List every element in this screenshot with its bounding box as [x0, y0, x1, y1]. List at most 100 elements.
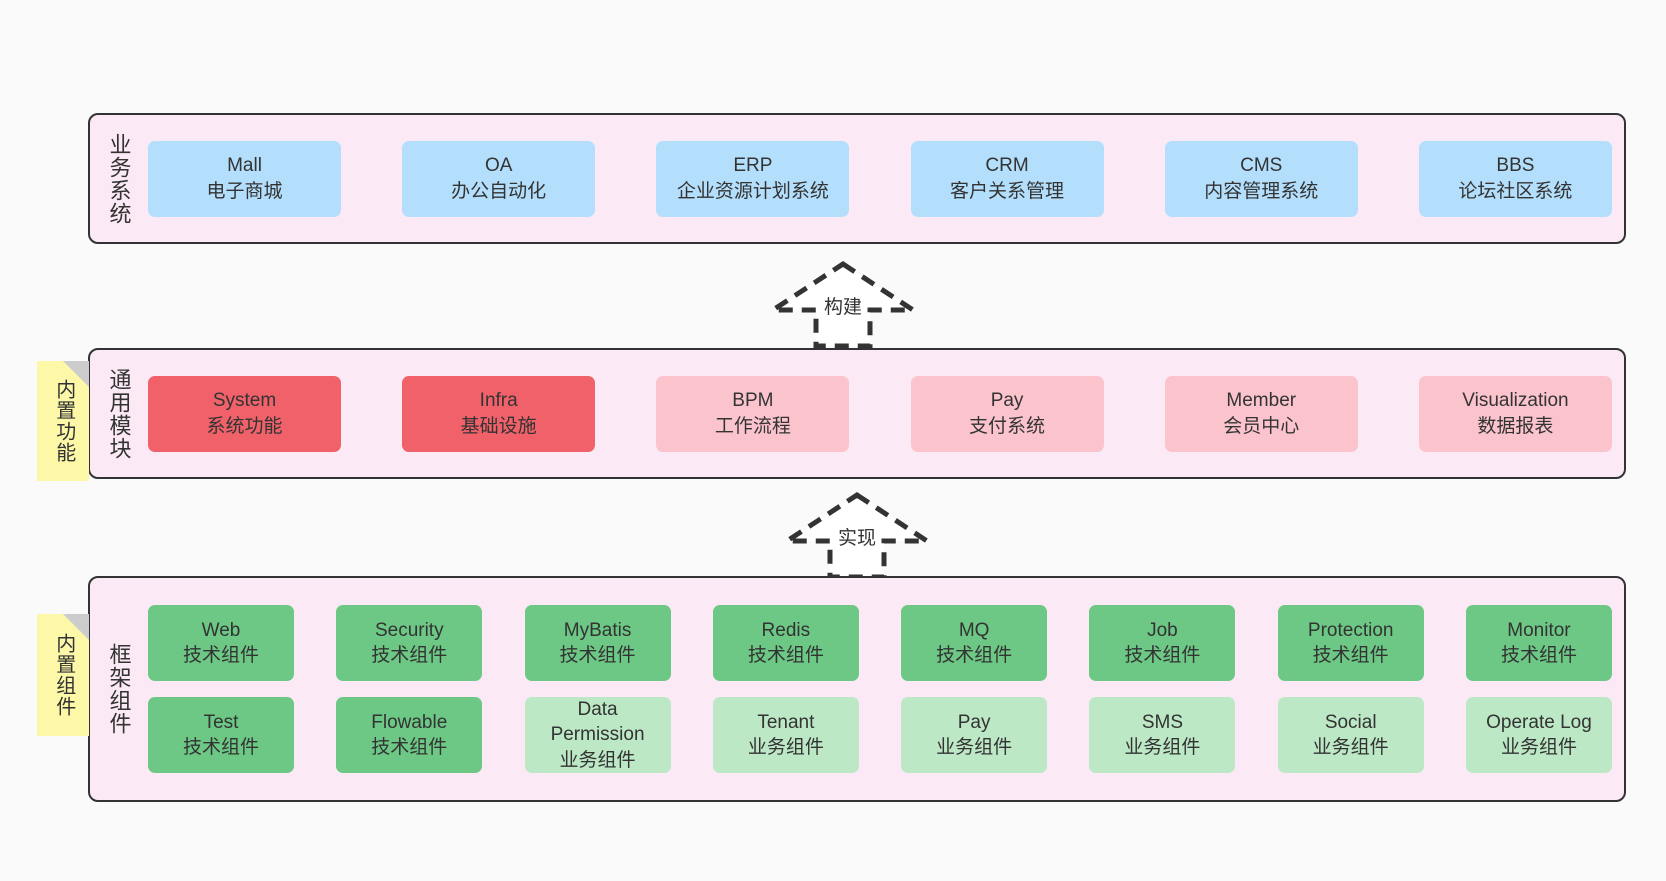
card-title-cn: 技术组件 — [371, 645, 448, 666]
card-title-cn: 系统功能 — [206, 415, 283, 437]
card-web[interactable]: Web 技术组件 — [148, 605, 294, 681]
card-title-cn: 数据报表 — [1477, 415, 1554, 437]
card-sms[interactable]: SMS 业务组件 — [1089, 697, 1236, 773]
card-title-en: BPM — [732, 390, 774, 412]
card-title-en: Job — [1147, 619, 1178, 641]
card-erp[interactable]: ERP 企业资源计划系统 — [656, 140, 850, 217]
card-title-cn: 会员中心 — [1223, 415, 1300, 437]
card-visualization[interactable]: Visualization 数据报表 — [1418, 375, 1612, 452]
card-title-cn: 技术组件 — [371, 737, 448, 758]
card-title-en: Pay — [990, 390, 1024, 412]
card-title-cn: 技术组件 — [182, 737, 259, 758]
card-pay[interactable]: Pay 支付系统 — [910, 375, 1104, 452]
card-tenant[interactable]: Tenant 业务组件 — [712, 697, 859, 773]
card-title-cn: 论坛社区系统 — [1458, 180, 1573, 202]
card-title-en: CMS — [1240, 155, 1283, 177]
card-title-cn: 电子商城 — [206, 180, 283, 202]
note-builtin-components: 内置组件 — [37, 614, 89, 736]
card-bpm[interactable]: BPM 工作流程 — [656, 375, 850, 452]
card-title-cn: 技术组件 — [182, 645, 259, 666]
card-flowable[interactable]: Flowable 技术组件 — [336, 697, 483, 773]
card-title-en: Monitor — [1507, 619, 1571, 641]
card-title-en: Protection — [1307, 619, 1394, 641]
card-title-cn: 技术组件 — [747, 645, 824, 666]
arrow-implement: 实现 — [772, 489, 942, 584]
card-title-cn: 支付系统 — [969, 415, 1046, 437]
card-mq[interactable]: MQ 技术组件 — [901, 605, 1048, 681]
card-data-permission[interactable]: Data Permission 业务组件 — [524, 697, 671, 773]
card-title-en: OA — [484, 155, 513, 177]
card-title-cn: 技术组件 — [1312, 645, 1389, 666]
card-test[interactable]: Test 技术组件 — [148, 697, 294, 773]
note-builtin-components-label: 内置组件 — [52, 633, 75, 717]
card-title-cn: 业务组件 — [1312, 737, 1389, 758]
card-bbs[interactable]: BBS 论坛社区系统 — [1418, 140, 1612, 217]
card-title-en: Security — [374, 619, 444, 641]
card-title-en: Redis — [761, 619, 811, 641]
arrow-build-glyph — [764, 261, 922, 349]
card-title-en: System — [212, 390, 277, 412]
card-title-en: Tenant — [757, 711, 815, 733]
card-title-en: Flowable — [371, 711, 448, 733]
layer-framework-components-title: 框架组件 — [106, 643, 132, 735]
card-security[interactable]: Security 技术组件 — [336, 605, 483, 681]
card-title-en: SMS — [1141, 711, 1183, 733]
card-title-en: ERP — [733, 155, 773, 177]
card-title-en: BBS — [1496, 155, 1535, 177]
card-title-cn: 业务组件 — [559, 749, 636, 771]
card-social[interactable]: Social 业务组件 — [1277, 697, 1424, 773]
note-builtin-features: 内置功能 — [37, 361, 89, 481]
card-crm[interactable]: CRM 客户关系管理 — [910, 140, 1104, 217]
card-title-cn: 技术组件 — [1500, 645, 1577, 666]
card-title-en: Member — [1226, 390, 1297, 412]
card-title-cn: 业务组件 — [747, 737, 824, 758]
layer-business-system-title: 业务系统 — [106, 132, 132, 225]
card-title-cn: 业务组件 — [936, 737, 1013, 758]
card-title-cn: 工作流程 — [714, 415, 791, 437]
card-job[interactable]: Job 技术组件 — [1089, 605, 1236, 681]
arrow-implement-glyph — [778, 492, 936, 580]
card-title-cn: 业务组件 — [1500, 737, 1577, 758]
card-redis[interactable]: Redis 技术组件 — [712, 605, 859, 681]
layer-common-modules-title: 通用模块 — [106, 367, 132, 460]
card-title-en: Social — [1324, 711, 1377, 733]
card-protection[interactable]: Protection 技术组件 — [1277, 605, 1424, 681]
card-title-en: CRM — [985, 155, 1029, 177]
card-title-cn: 客户关系管理 — [950, 180, 1065, 202]
card-title-en: Data Permission — [550, 699, 645, 746]
card-title-en: Test — [203, 711, 239, 733]
card-title-en: Visualization — [1462, 390, 1569, 412]
card-title-cn: 技术组件 — [1124, 645, 1201, 666]
card-cms[interactable]: CMS 内容管理系统 — [1164, 140, 1358, 217]
card-title-cn: 技术组件 — [559, 645, 636, 666]
card-pay[interactable]: Pay 业务组件 — [901, 697, 1048, 773]
card-title-cn: 内容管理系统 — [1204, 180, 1319, 202]
card-system[interactable]: System 系统功能 — [148, 375, 341, 452]
card-title-en: Infra — [479, 390, 518, 412]
card-title-cn: 企业资源计划系统 — [676, 180, 829, 202]
card-title-en: MQ — [958, 619, 990, 641]
card-title-en: Web — [201, 619, 241, 641]
card-title-en: Pay — [957, 711, 991, 733]
card-title-cn: 技术组件 — [936, 645, 1013, 666]
card-member[interactable]: Member 会员中心 — [1164, 375, 1358, 452]
card-operate-log[interactable]: Operate Log 业务组件 — [1465, 697, 1612, 773]
card-title-cn: 业务组件 — [1124, 737, 1201, 758]
note-builtin-features-label: 内置功能 — [52, 379, 75, 463]
arrow-build: 构建 — [758, 258, 928, 353]
card-title-en: Operate Log — [1486, 711, 1592, 733]
card-monitor[interactable]: Monitor 技术组件 — [1465, 605, 1612, 681]
